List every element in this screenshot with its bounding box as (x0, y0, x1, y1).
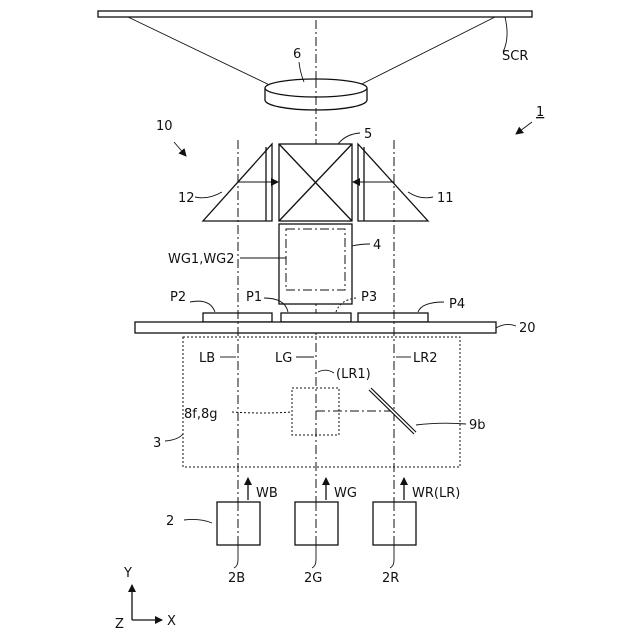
mirror-label: 9b (469, 418, 486, 433)
light-wb-label: WB (256, 486, 278, 501)
dichroic-label: 5 (364, 127, 372, 142)
prism-right (358, 144, 428, 221)
port-p4-leader (418, 302, 444, 312)
prism-group-arrow (174, 142, 186, 156)
screen-label: SCR (502, 49, 528, 64)
port-p4-label: P4 (449, 297, 465, 312)
device-label: 1 (536, 105, 544, 120)
prism-left-label: 12 (178, 191, 195, 206)
device-arrow (516, 122, 532, 134)
waveguide (279, 224, 352, 304)
mirror-leader (416, 423, 466, 425)
dichroic-leader (338, 133, 360, 144)
source-r-leader (390, 545, 394, 568)
source-b-label: 2B (228, 571, 245, 586)
beam-lb-label: LB (199, 351, 215, 366)
axis-z-label: Z (115, 617, 124, 632)
axis-x-label: X (167, 614, 176, 629)
prism-right-leader (408, 192, 433, 198)
screen-leader (503, 17, 507, 52)
prism-right-label: 11 (437, 191, 454, 206)
port-p3-label: P3 (361, 290, 377, 305)
prism-group-label: 10 (156, 119, 173, 134)
screen (98, 11, 532, 17)
substrate-label: 20 (519, 321, 536, 336)
source-g-leader (312, 545, 316, 568)
substrate-leader (496, 324, 516, 328)
light-wg-label: WG (334, 486, 357, 501)
source-r-label: 2R (382, 571, 399, 586)
axis-y-label: Y (123, 566, 132, 581)
source-group-leader (184, 519, 212, 523)
port-p2-label: P2 (170, 290, 186, 305)
beam-lr2-label: LR2 (413, 351, 438, 366)
source-g-label: 2G (304, 571, 322, 586)
combiner-box-leader (165, 434, 183, 441)
projection-ray-left (128, 17, 280, 90)
port-p1 (281, 313, 351, 322)
mirror-inner (370, 389, 415, 433)
prism-left-leader (195, 192, 222, 198)
source-group-label: 2 (166, 514, 174, 529)
projection-ray-right (350, 17, 495, 90)
substrate (135, 322, 496, 333)
beam-lr1-leader (318, 370, 334, 373)
port-p1-label: P1 (246, 290, 262, 305)
beam-lg-label: LG (275, 351, 292, 366)
combiner-box-label: 3 (153, 436, 161, 451)
source-b-leader (234, 545, 238, 568)
lens-label: 6 (293, 47, 301, 62)
waveguide-label: 4 (373, 238, 381, 253)
waveguide-leader (352, 244, 370, 246)
port-p2-leader (190, 301, 215, 312)
port-p4 (358, 313, 428, 322)
waveguide-ref-label: WG1,WG2 (168, 252, 235, 267)
beam-lr1-label: (LR1) (336, 367, 371, 382)
combiner-ref-leader (232, 412, 292, 413)
light-wr-label: WR(LR) (412, 486, 460, 501)
combiner-ref-label: 8f,8g (184, 407, 218, 422)
